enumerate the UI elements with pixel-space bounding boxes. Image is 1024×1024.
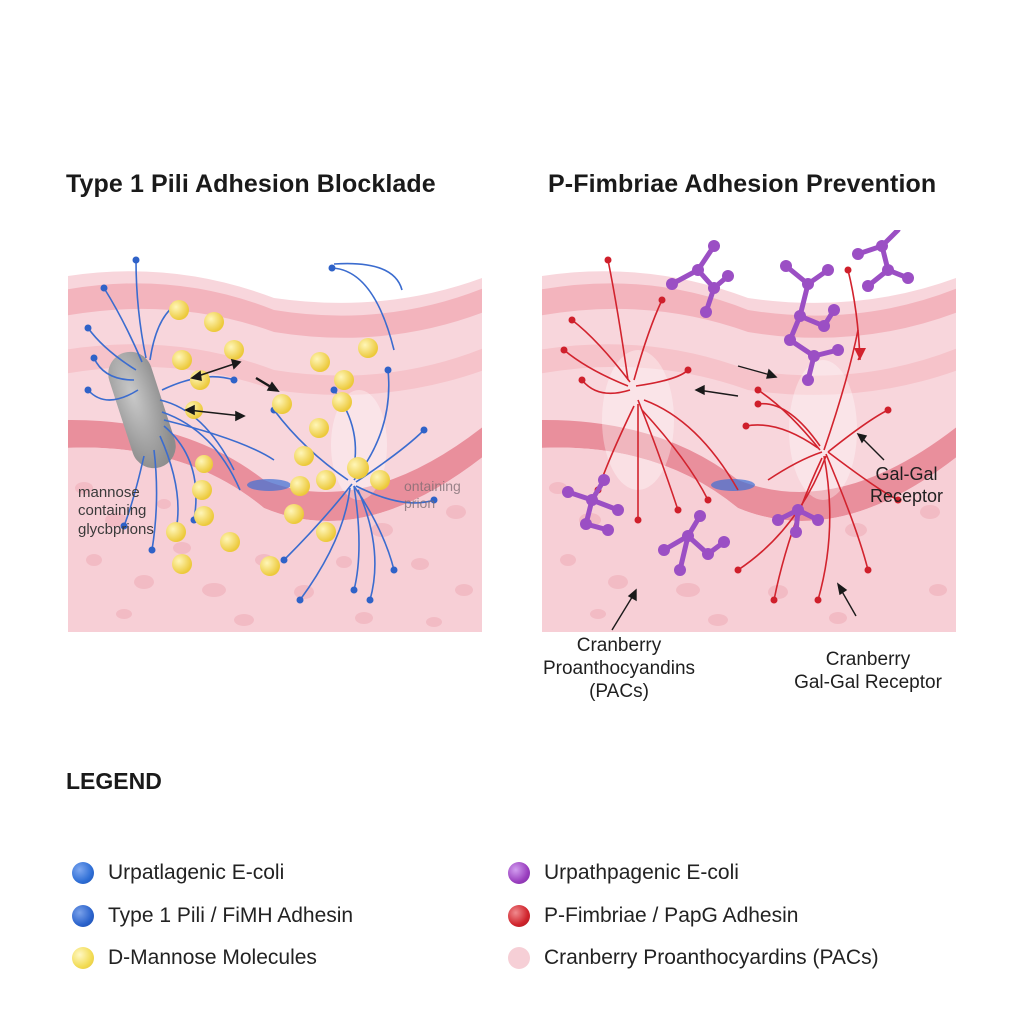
- blue-dot-icon: [72, 904, 94, 927]
- d-mannose-molecules: [166, 300, 390, 576]
- fimbria-arrowhead: [854, 348, 866, 360]
- receptor-glow: [711, 479, 755, 491]
- red-dot-icon: [508, 904, 530, 927]
- right-panel-title: P-Fimbriae Adhesion Prevention: [548, 170, 937, 198]
- right-epithelium: [542, 271, 956, 633]
- legend-label: Urpathpagenic E-coli: [544, 861, 739, 885]
- legend-item: Urpathpagenic E-coli: [508, 852, 879, 895]
- type1-pili-diagram: mannose containing glycbprions ontaining…: [64, 230, 484, 650]
- legend-label: Type 1 Pili / FiMH Adhesin: [108, 903, 354, 927]
- legend-label: Cranberry Proanthocyardins (PACs): [544, 946, 879, 970]
- purple-dot-icon: [508, 862, 530, 885]
- pac-molecules: [562, 240, 914, 576]
- p-fimbriae-diagram: Gal-Gal Receptor Cranberry Proanthocyand…: [538, 230, 958, 702]
- right-arrows: [611, 365, 885, 631]
- legend-right-column: Urpathpagenic E-coli P-Fimbriae / PapG A…: [508, 852, 879, 980]
- legend-item: Cranberry Proanthocyardins (PACs): [508, 937, 879, 980]
- legend-item: Type 1 Pili / FiMH Adhesin: [72, 895, 353, 938]
- legend-label: P-Fimbriae / PapG Adhesin: [544, 903, 799, 927]
- cranberry-receptor-label: Cranberry Gal-Gal Receptor: [794, 649, 942, 694]
- legend-heading: LEGEND: [66, 768, 162, 794]
- left-epithelium: [68, 271, 482, 633]
- right-tissue-illustration: [542, 230, 956, 633]
- faded-glycoprotein-label: ontaining prion: [404, 478, 461, 512]
- glycoprotein-label: mannose containing glycbprions: [78, 484, 154, 538]
- yellow-dot-icon: [72, 947, 94, 970]
- legend-item: Urpatlagenic E-coli: [72, 852, 353, 895]
- left-panel-title: Type 1 Pili Adhesion Blocklade: [66, 170, 436, 198]
- left-tissue-illustration: [68, 256, 482, 633]
- blue-dot-icon: [72, 862, 94, 885]
- legend-item: P-Fimbriae / PapG Adhesin: [508, 895, 879, 938]
- legend-left-column: Urpatlagenic E-coli Type 1 Pili / FiMH A…: [72, 852, 353, 980]
- ecoli-bacterium: [108, 351, 176, 469]
- legend-label: Urpatlagenic E-coli: [108, 861, 285, 885]
- gal-gal-receptor-label: Gal-Gal Receptor: [870, 464, 944, 506]
- blue-receptor-glow: [247, 479, 291, 491]
- pink-dot-icon: [508, 947, 530, 970]
- interaction-arrows: [184, 358, 280, 422]
- legend-item: D-Mannose Molecules: [72, 937, 353, 980]
- legend-label: D-Mannose Molecules: [108, 946, 317, 970]
- pacs-label: Cranberry Proanthocyandins (PACs): [542, 635, 696, 703]
